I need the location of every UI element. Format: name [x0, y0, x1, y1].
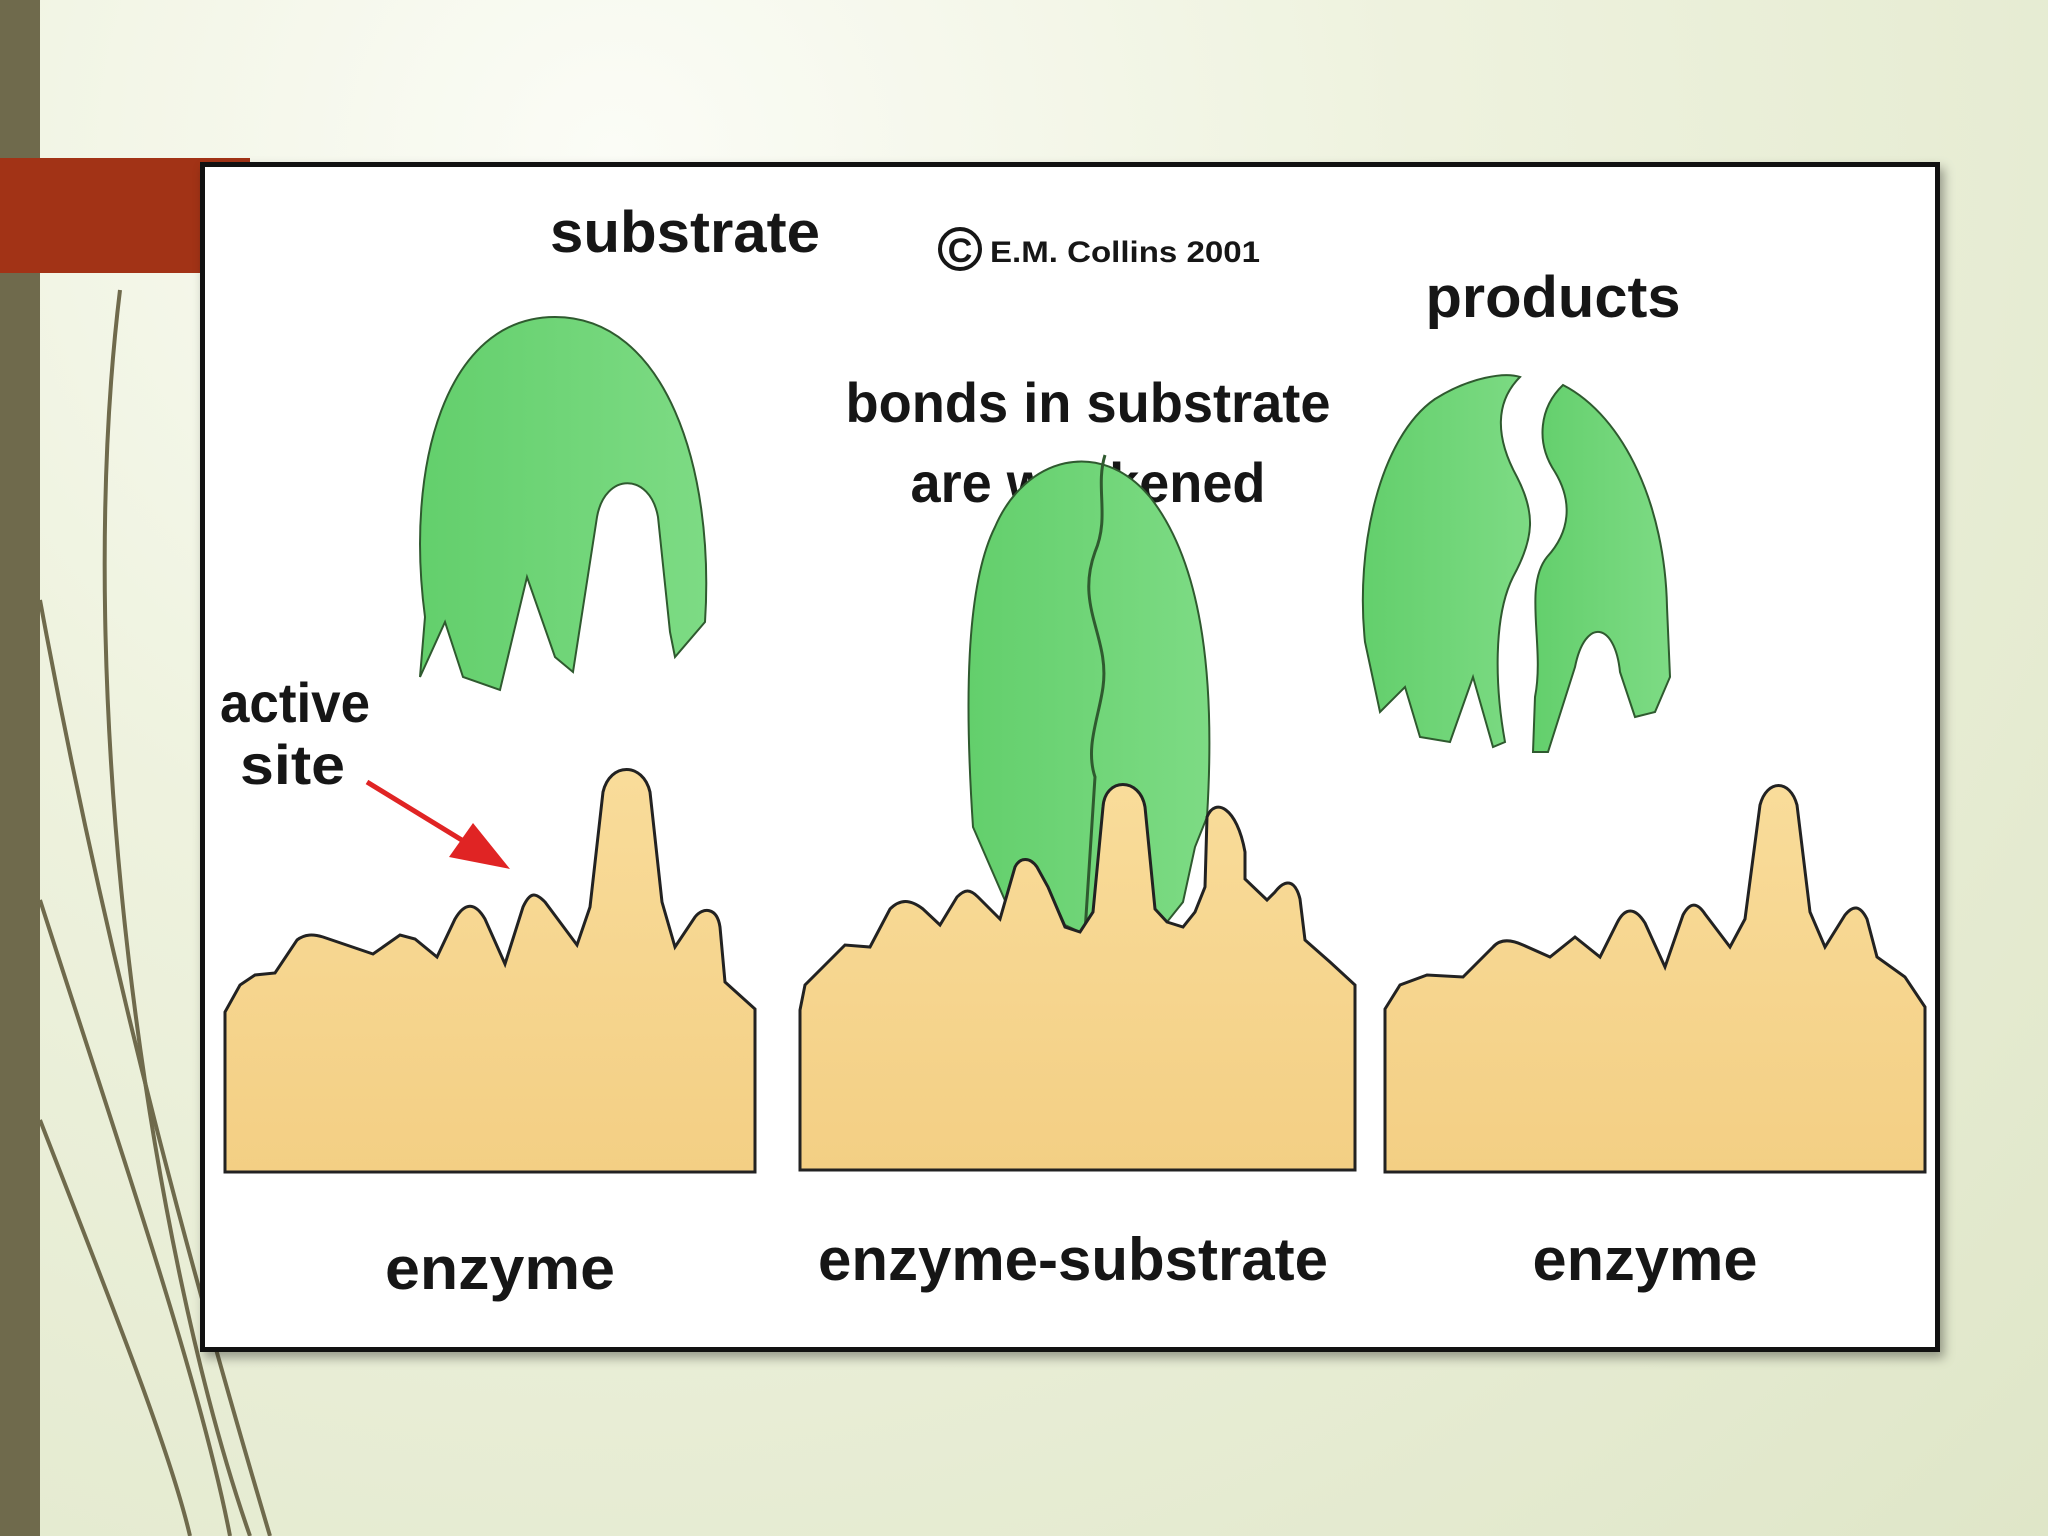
enzyme-left-shape — [223, 768, 757, 1174]
product-right-shape — [1531, 383, 1672, 753]
active-site-label-line1: active — [220, 671, 370, 734]
bonds-label-line1: bonds in substrate — [846, 371, 1331, 434]
product-left-shape — [1361, 374, 1532, 749]
enzyme-substrate-label: enzyme-substrate — [818, 1226, 1328, 1293]
enzyme-substrate-diagram: substrate C E.M. Collins 2001 products b… — [220, 200, 1927, 1302]
enzyme-right-label: enzyme — [1533, 1226, 1758, 1293]
substrate-shape — [419, 315, 708, 692]
complex-bond-line — [1083, 454, 1107, 933]
enzyme-right-shape — [1383, 784, 1927, 1174]
enzyme-left-label: enzyme — [385, 1235, 615, 1302]
active-site-label-line2: site — [240, 733, 345, 796]
products-label: products — [1426, 265, 1681, 330]
copyright-notice: C E.M. Collins 2001 — [938, 227, 1260, 271]
enzyme-middle-shape — [798, 783, 1357, 1172]
diagram-frame: substrate C E.M. Collins 2001 products b… — [200, 162, 1940, 1352]
copyright-symbol: C — [948, 232, 973, 270]
copyright-text: E.M. Collins 2001 — [990, 236, 1260, 269]
active-site-arrow — [365, 779, 510, 869]
copyright-icon — [938, 227, 982, 271]
substrate-label: substrate — [550, 200, 820, 265]
decorative-strands — [38, 289, 272, 1536]
